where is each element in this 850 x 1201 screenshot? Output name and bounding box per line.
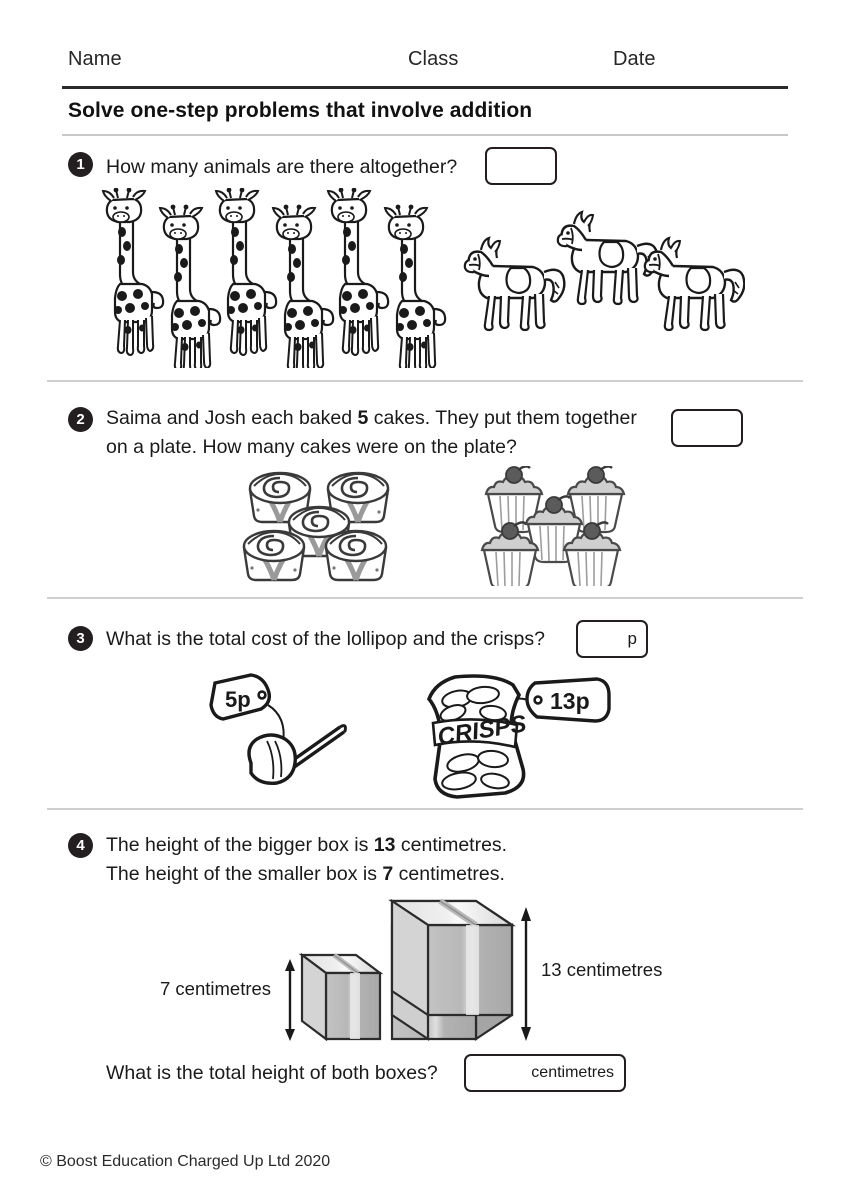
swirl-cake-group [244,473,388,580]
question-4-text: The height of the bigger box is 13 centi… [106,831,706,889]
cakes-illustration [232,466,626,586]
header-fields: Name Class Date [68,48,782,82]
lollipop-price-tag: 5p [209,673,272,721]
question-4-line2-part1: The height of the smaller box is [106,863,383,885]
separator-after-question-1 [47,380,803,382]
question-2-line1-part1: Saima and Josh each baked [106,407,358,429]
big-box-dimension-arrow [521,907,531,1041]
question-2-number: 2 [68,407,93,432]
title-divider-bottom [62,134,788,136]
big-box-dimension-label: 13 centimetres [541,959,663,980]
question-4-answer-unit: centimetres [531,1064,614,1081]
question-3-answer-box[interactable]: p [576,620,648,658]
lollipop-price-text: 5p [225,687,251,712]
separator-after-question-2 [47,597,803,599]
question-4-line1-number: 13 [373,834,396,856]
question-4-final-question: What is the total height of both boxes? [106,1062,438,1084]
question-3-answer-unit: p [627,629,637,648]
crisps-packet: CRISPS [426,674,528,799]
small-box-dimension-label: 7 centimetres [160,978,272,999]
sweets-illustration: 5p CRISPS [209,673,611,799]
crisps-price-text: 13p [550,688,590,714]
bigger-box [388,898,516,1042]
cupcake-group [480,466,626,586]
question-4-answer-box[interactable]: centimetres [464,1054,626,1092]
question-4-number: 4 [68,833,93,858]
date-field-label[interactable]: Date [613,48,656,70]
giraffe-group [101,188,447,368]
question-4-line2-part2: centimetres. [393,863,505,885]
question-1-answer-box[interactable] [485,147,557,185]
page-title: Solve one-step problems that involve add… [68,99,533,122]
question-1-text: How many animals are there altogether? [106,156,458,178]
animals-illustration [101,188,745,368]
question-2-text: Saima and Josh each baked 5 cakes. They … [106,404,666,462]
question-4-line1-part2: centimetres. [395,834,508,856]
crisps-price-tag: 13p [525,677,611,723]
separator-after-question-3 [47,808,803,810]
question-1-number: 1 [68,152,93,177]
question-2-line1-part2: cakes. They put them together [368,407,637,429]
question-4-line1-part1: The height of the bigger box is [106,834,374,856]
question-4-line2-number: 7 [382,863,394,885]
copyright-footer: © Boost Education Charged Up Ltd 2020 [40,1153,331,1170]
question-2-line2: on a plate. How many cakes were on the p… [106,436,517,458]
smaller-box [298,952,384,1042]
pony-group [463,210,745,332]
question-3-number: 3 [68,626,93,651]
small-box-dimension-arrow [285,959,295,1041]
question-3-text: What is the total cost of the lollipop a… [106,628,545,650]
class-field-label[interactable]: Class [408,48,459,70]
question-2-answer-box[interactable] [671,409,743,447]
question-2-line1-number: 5 [357,407,369,429]
header-divider-top [62,86,788,89]
boxes-illustration [285,898,531,1042]
name-field-label[interactable]: Name [68,48,122,70]
